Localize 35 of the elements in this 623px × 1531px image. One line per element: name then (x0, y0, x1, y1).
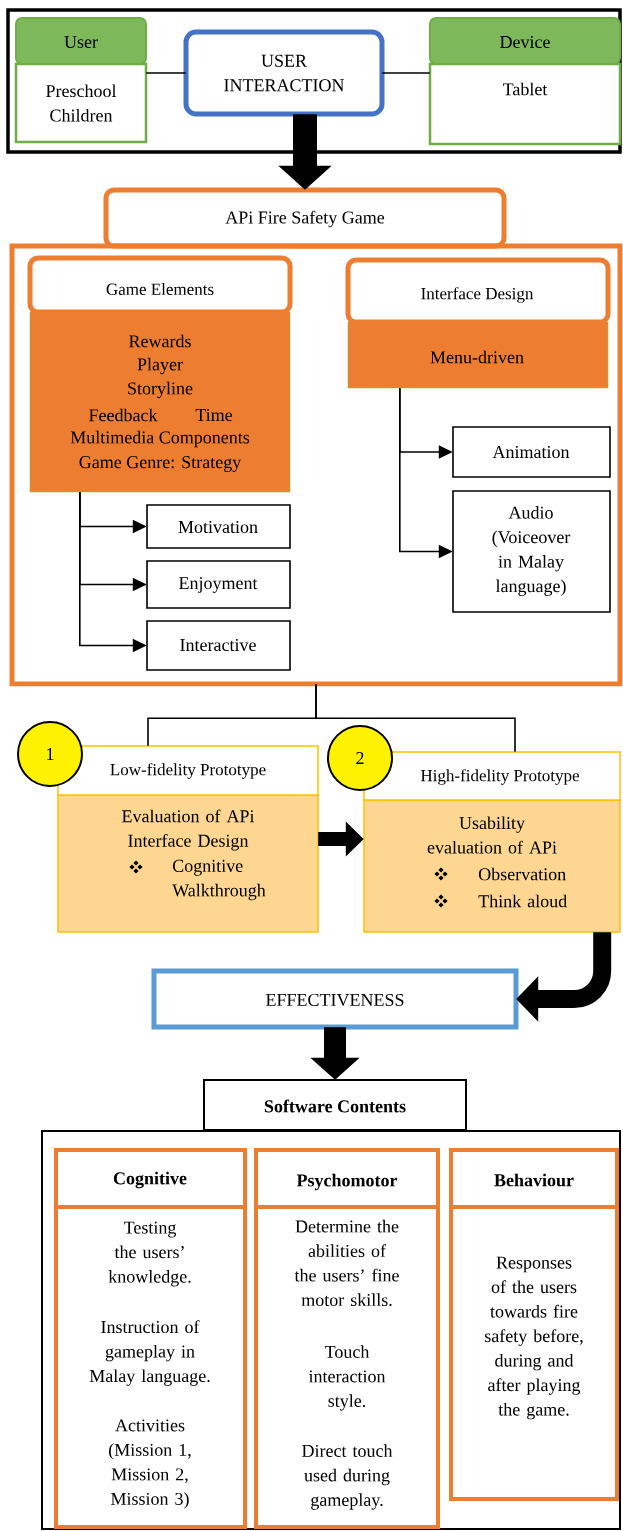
node-label: Low-fidelity Prototype (110, 763, 266, 779)
process-box: Audio (Voiceover in Malay language) (452, 490, 611, 613)
column-card: Cognitive Testing the users’ knowledge. Instruction of gameplay in Malay language. Activities (Mission 1, Mission 2, Mission 3) (54, 1148, 247, 1529)
process-box: Animation (452, 426, 611, 478)
frame (9, 243, 623, 687)
process-box: EFFECTIVENESS (151, 968, 519, 1030)
process-box: Enjoyment (146, 560, 291, 609)
number-badge: 2 (327, 725, 393, 791)
node-label: Cognitive (113, 1171, 187, 1189)
node-label: Game Elements (106, 283, 214, 295)
rounded-box: APi Fire Safety Game (103, 187, 507, 249)
category-card: Device Tablet (428, 17, 622, 146)
frame (6, 8, 622, 154)
node-label: Interface Design (421, 287, 534, 303)
node-label: User (64, 36, 98, 48)
frame (41, 1130, 621, 1530)
column-card: Psychomotor Determine the abilities of the users’ fine motor skills. Touch interaction style. Direct touch used during gameplay. (254, 1148, 440, 1529)
column-card: Behaviour Responses of the users towards fire safety before, during and after playing the game. (449, 1148, 619, 1501)
phase-card: High-fidelity Prototype Usability evaluation of APi Observation Think aloud (363, 751, 621, 933)
rounded-box: USER INTERACTION (183, 29, 385, 117)
node-label: Device (500, 35, 550, 49)
node-label: Psychomotor (296, 1173, 398, 1191)
process-box: Interactive (146, 620, 291, 671)
process-box: Software Contents (203, 1079, 467, 1131)
phase-card: Low-fidelity Prototype Evaluation of APi Interface Design Cognitive Walkthrough (57, 745, 319, 933)
node-label: High-fidelity Prototype (420, 769, 579, 785)
node-label: Behaviour (494, 1173, 574, 1187)
process-box: Motivation (146, 504, 291, 549)
number-badge: 1 (17, 721, 83, 787)
category-card: User Preschool Children (14, 17, 148, 144)
connector-line (381, 72, 431, 74)
connector-line (145, 72, 187, 74)
category-card: Interface Design Menu-driven (345, 257, 611, 389)
connector-line (315, 683, 516, 753)
category-card: Game Elements Rewards Player Storyline Feedback Time Multimedia Components Game Genre: Strategy (27, 255, 293, 493)
